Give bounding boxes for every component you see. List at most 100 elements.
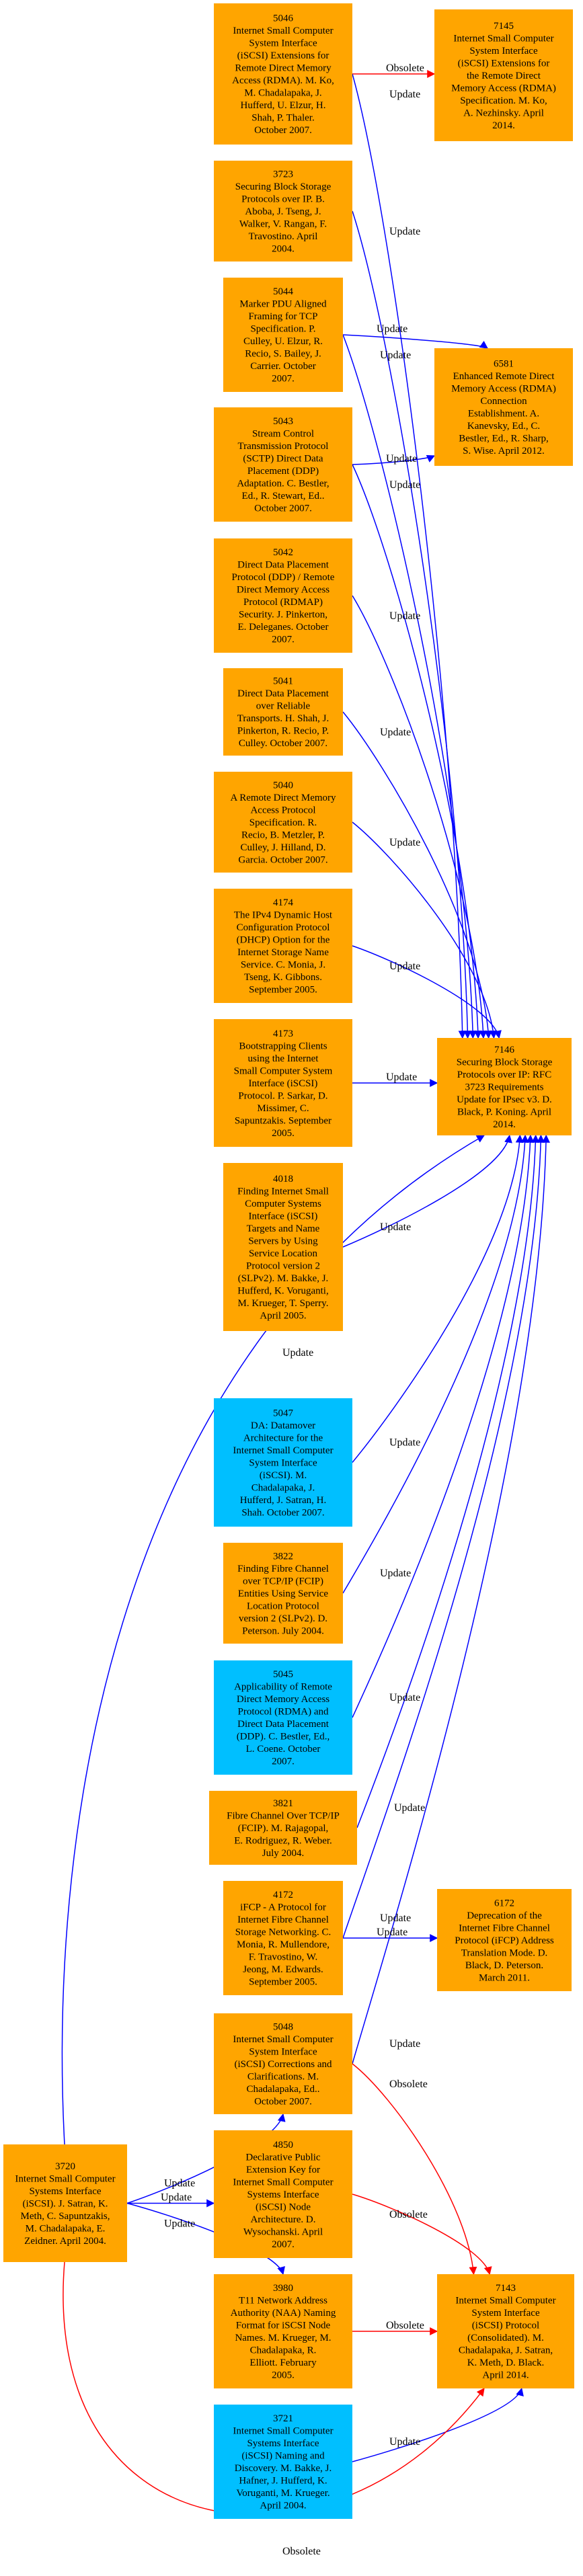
rfc-description-line: 2007. xyxy=(272,635,295,645)
rfc-node-box-5040 xyxy=(214,772,352,873)
rfc-number: 3721 xyxy=(273,2413,293,2424)
rfc-description-line: Bootstrapping Clients xyxy=(239,1041,327,1051)
rfc-node-box-3980 xyxy=(214,2274,352,2388)
edge-5040-to-7146 xyxy=(352,821,498,1039)
rfc-number: 5043 xyxy=(273,416,293,427)
rfc-description-line: A Remote Direct Memory xyxy=(230,793,336,803)
rfc-description-line: Systems Interface xyxy=(247,2189,319,2200)
rfc-description-line: Securing Block Storage xyxy=(457,1057,553,1068)
edge-label-3822-to-7146: Update xyxy=(380,1568,411,1579)
rfc-description-line: Walker, V. Rangan, F. xyxy=(239,218,327,229)
rfc-description-line: Culley, J. Hilland, D. xyxy=(241,842,326,853)
rfc-description-line: M. Krueger, T. Sperry. xyxy=(238,1298,329,1309)
edge-5044-to-6581 xyxy=(342,334,488,349)
rfc-description-line: M. Chadalapaka, E. xyxy=(26,2223,106,2234)
edge-5046-to-7146 xyxy=(352,73,467,1039)
rfc-description-line: Security. J. Pinkerton, xyxy=(239,610,327,620)
rfc-description-line: 2005. xyxy=(272,1128,295,1139)
rfc-description-line: Applicability of Remote xyxy=(234,1682,332,1693)
rfc-number: 5042 xyxy=(273,547,293,558)
rfc-description-line: Peterson. July 2004. xyxy=(242,1625,324,1636)
rfc-description-line: October 2007. xyxy=(254,2096,312,2107)
rfc-description-line: 2007. xyxy=(272,2239,295,2250)
rfc-node-box-5044 xyxy=(223,278,343,392)
rfc-description-line: (iSCSI) Node xyxy=(256,2202,311,2212)
rfc-description-line: Protocol version 2 xyxy=(246,1261,320,1272)
rfc-number: 4172 xyxy=(273,1890,293,1900)
rfc-description-line: iFCP - A Protocol for xyxy=(240,1902,326,1913)
edge-3822-to-7146 xyxy=(342,1134,529,1594)
rfc-node-box-4174 xyxy=(214,889,352,1003)
edge-4850-to-7143 xyxy=(352,2193,492,2276)
rfc-description-line: 2007. xyxy=(272,1757,295,1767)
rfc-description-line: Kanevsky, Ed., C. xyxy=(467,421,540,432)
rfc-number: 3821 xyxy=(273,1798,293,1809)
rfc-description-line: version 2 (SLPv2). D. xyxy=(239,1613,327,1624)
rfc-description-line: Declarative Public xyxy=(245,2152,321,2163)
rfc-description-line: Hufferd, J. Satran, H. xyxy=(240,1495,326,1506)
rfc-description-line: October 2007. xyxy=(254,125,312,136)
rfc-description-line: Internet Fibre Channel xyxy=(237,1915,329,1925)
rfc-description-line: Missimer, C. xyxy=(257,1103,309,1114)
rfc-description-line: Extension Key for xyxy=(246,2165,320,2175)
edge-5043-to-7146 xyxy=(352,464,482,1039)
rfc-description-line: (SLPv2). M. Bakke, J. xyxy=(238,1273,329,1284)
rfc-description-line: Fibre Channel Over TCP/IP xyxy=(227,1810,340,1821)
rfc-description-line: April 2004. xyxy=(260,2501,306,2511)
rfc-description-line: Connection xyxy=(480,396,527,407)
edge-label-3721-to-7143: Update xyxy=(389,2436,420,2448)
rfc-node-box-5042 xyxy=(214,538,352,653)
rfc-node-box-6172 xyxy=(437,1889,572,1991)
rfc-number: 5046 xyxy=(273,13,294,24)
edge-label-5041-to-7146: Update xyxy=(380,727,411,738)
rfc-description-line: Black, D. Peterson. xyxy=(465,1960,543,1971)
rfc-description-line: Internet Small Computer xyxy=(233,26,333,36)
rfc-description-line: Voruganti, M. Krueger. xyxy=(236,2488,329,2499)
rfc-description-line: Direct Memory Access xyxy=(237,585,329,596)
rfc-number: 3822 xyxy=(273,1551,293,1562)
edge-label-3723-to-7146: Update xyxy=(389,226,420,237)
rfc-description-line: Authority (NAA) Naming xyxy=(231,2308,336,2319)
rfc-description-line: Direct Memory Access xyxy=(237,1694,329,1705)
rfc-description-line: over TCP/IP (FCIP) xyxy=(243,1576,323,1586)
rfc-node-box-5048 xyxy=(214,2013,352,2114)
rfc-description-line: 2014. xyxy=(492,120,515,131)
rfc-description-line: Remote Direct Memory xyxy=(235,63,332,74)
rfc-description-line: 2014. xyxy=(493,1119,516,1130)
rfc-description-line: Finding Fibre Channel xyxy=(237,1564,329,1574)
rfc-number: 3723 xyxy=(273,169,293,179)
rfc-description-line: July 2004. xyxy=(262,1848,305,1859)
rfc-node-box-3822 xyxy=(223,1543,343,1644)
rfc-number: 4174 xyxy=(273,897,294,908)
rfc-node-box-6581 xyxy=(434,348,573,466)
rfc-description-line: (iSCSI) Extensions for xyxy=(458,58,550,69)
rfc-description-line: Names. M. Krueger, M. xyxy=(235,2333,331,2343)
rfc-description-line: Garcia. October 2007. xyxy=(238,854,327,865)
rfc-node-box-7146 xyxy=(437,1038,572,1135)
